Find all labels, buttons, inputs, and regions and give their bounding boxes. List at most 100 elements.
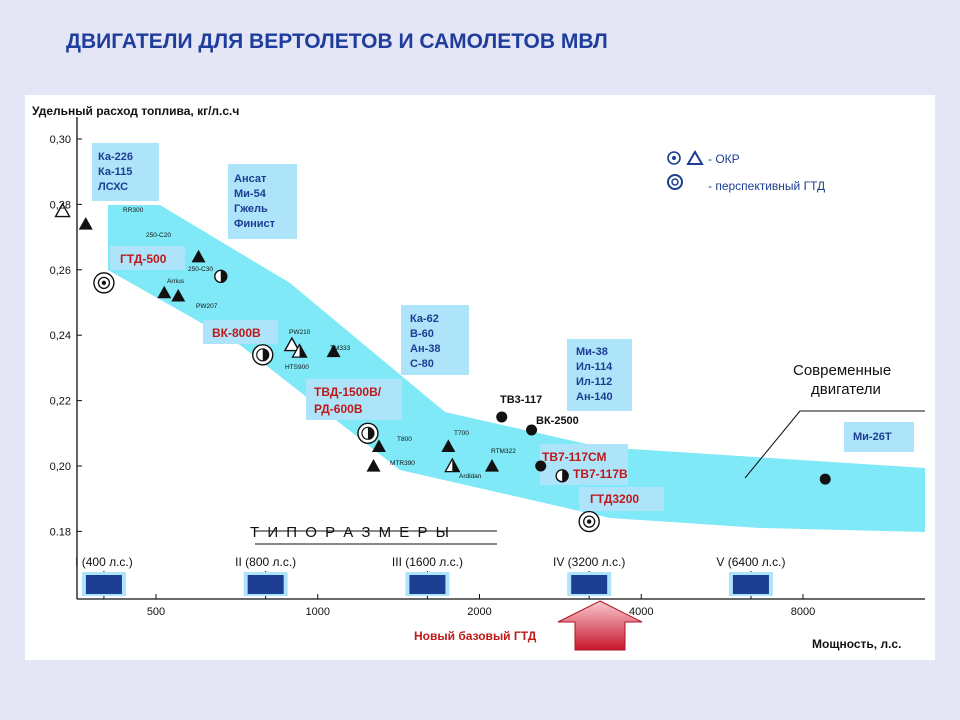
y-tick-label: 0,28 <box>50 199 71 211</box>
aircraft-box-4-line-4: Ан-140 <box>576 391 613 403</box>
point-marker <box>214 269 228 284</box>
label-tv3-117: ТВ3-117 <box>500 394 542 406</box>
new-engine-arrow-icon <box>557 600 643 651</box>
small-label-tm333: TM333 <box>330 345 351 352</box>
label-vk-2500: ВК-2500 <box>536 415 579 427</box>
markers-layer <box>54 202 831 533</box>
page-title: ДВИГАТЕЛИ ДЛЯ ВЕРТОЛЕТОВ И САМОЛЕТОВ МВЛ <box>66 30 608 53</box>
small-label-hts900: HTS900 <box>285 364 309 371</box>
aircraft-box-4-line-3: Ил-112 <box>576 376 612 388</box>
svg-text:ТВД-1500В/: ТВД-1500В/ <box>314 385 382 399</box>
x-tick-label: 4000 <box>629 606 653 618</box>
point-marker <box>366 459 381 472</box>
aircraft-box-4-line-1: Ми-38 <box>576 346 608 358</box>
point-marker <box>291 343 308 358</box>
size-class-block <box>85 575 122 594</box>
small-label-pw207: PW207 <box>196 303 218 310</box>
aircraft-box-2: Ансат Ми-54 Гжель Финист <box>228 164 297 239</box>
legend: - ОКР - перспективный ГТД <box>667 150 825 193</box>
small-label-pw210: PW210 <box>289 329 311 336</box>
small-label-t700: T700 <box>454 430 469 437</box>
legend-okr-label: - ОКР <box>708 152 740 166</box>
svg-text:ВК-800В: ВК-800В <box>212 326 261 340</box>
aircraft-box-3-line-1: Ка-62 <box>410 313 439 325</box>
new-engine-label: Новый базовый ГТД <box>414 629 537 643</box>
aircraft-box-3-line-2: В-60 <box>410 328 434 340</box>
aircraft-box-3-line-3: Ан-38 <box>410 343 441 355</box>
y-tick-label: 0,22 <box>50 396 71 408</box>
y-tick-label: 0,24 <box>50 330 71 342</box>
size-class-2: II (800 л.с.) <box>235 555 296 599</box>
label-gtd3200: ГТД3200 <box>579 487 664 511</box>
svg-text:ГТД3200: ГТД3200 <box>590 492 639 506</box>
size-class-label: I (400 л.с.) <box>75 555 133 569</box>
aircraft-box-1-line-2: Ка-115 <box>98 166 132 178</box>
point-marker <box>371 439 386 452</box>
aircraft-box-2-line-1: Ансат <box>234 173 267 185</box>
aircraft-box-4: Ми-38 Ил-114 Ил-112 Ан-140 <box>567 339 632 411</box>
small-label-250-c30: 250-C30 <box>188 266 213 273</box>
size-class-1: I (400 л.с.) <box>75 555 133 599</box>
label-vk-800v: ВК-800В <box>203 320 278 344</box>
x-tick-label: 8000 <box>791 606 815 618</box>
aircraft-box-4-line-2: Ил-114 <box>576 361 613 373</box>
modern-engines-label-1: Современные <box>793 362 891 379</box>
aircraft-box-5: Ми-26Т <box>844 422 914 452</box>
y-tick-label: 0,20 <box>50 461 71 473</box>
point-marker <box>496 411 508 423</box>
engine-small-labels: RR300 250-C20 250-C30 Arrius PW207 PW210… <box>123 207 516 480</box>
size-class-label: IV (3200 л.с.) <box>553 555 625 569</box>
x-tick-label: 500 <box>147 606 165 618</box>
point-marker <box>326 344 341 358</box>
y-tick-label: 0,26 <box>50 265 71 277</box>
point-marker <box>54 202 71 218</box>
point-marker <box>578 510 600 533</box>
size-class-block <box>732 575 769 594</box>
legend-okr-circle-icon <box>667 151 681 165</box>
svg-text:ГТД-500: ГТД-500 <box>120 252 167 266</box>
label-tv7-117: ТВ7-117СМ ТВ7-117В <box>540 444 628 485</box>
aircraft-box-1-line-3: ЛСХС <box>98 181 128 193</box>
size-class-4: IV (3200 л.с.) <box>553 555 625 599</box>
point-marker <box>526 424 538 436</box>
y-axis-label: Удельный расход топлива, кг/л.с.ч <box>32 104 239 118</box>
types-label: Т И П О Р А З М Е Р Ы <box>250 524 451 541</box>
modern-engines-label-2: двигатели <box>811 381 881 398</box>
size-classes: I (400 л.с.) II (800 л.с.) III (1600 л.с.)… <box>75 555 785 599</box>
legend-perspective-label: - перспективный ГТД <box>708 179 825 193</box>
point-marker <box>191 249 206 263</box>
small-label-t800: T800 <box>397 436 412 443</box>
modern-engines-band <box>108 205 925 532</box>
aircraft-box-1: Ка-226 Ка-115 ЛСХС <box>92 143 159 201</box>
x-tick-label: 2000 <box>467 606 491 618</box>
aircraft-box-2-line-3: Гжель <box>234 203 268 215</box>
point-marker <box>444 457 461 473</box>
point-marker <box>555 469 569 483</box>
small-label-mtr390: MTR390 <box>390 460 415 467</box>
small-label-rr300: RR300 <box>123 207 144 214</box>
size-class-block <box>247 575 284 594</box>
point-marker <box>157 285 172 299</box>
point-marker <box>535 460 547 472</box>
aircraft-box-3-line-4: С-80 <box>410 358 434 370</box>
size-class-3: III (1600 л.с.) <box>392 555 463 599</box>
point-marker <box>819 473 831 485</box>
small-label-arrius: Arrius <box>167 278 185 285</box>
svg-text:РД-600В: РД-600В <box>314 402 363 416</box>
y-tick-label: 0,30 <box>50 134 71 146</box>
chart-panel <box>25 95 935 660</box>
size-class-label: II (800 л.с.) <box>235 555 296 569</box>
small-label-ardidan: Ardidan <box>459 473 482 480</box>
y-tick-label: 0.18 <box>50 526 71 538</box>
point-marker <box>441 439 456 452</box>
point-marker <box>283 336 301 352</box>
modern-engines-leader <box>744 410 801 479</box>
label-gtd-500: ГТД-500 <box>110 246 185 270</box>
svg-text:ТВ7-117СМ: ТВ7-117СМ <box>542 450 607 464</box>
size-class-block <box>571 575 608 594</box>
aircraft-box-1-line-1: Ка-226 <box>98 151 133 163</box>
aircraft-box-2-line-2: Ми-54 <box>234 188 267 200</box>
y-ticks: 0,30 0,28 0,26 0,24 0,22 0,20 0.18 <box>50 134 82 538</box>
